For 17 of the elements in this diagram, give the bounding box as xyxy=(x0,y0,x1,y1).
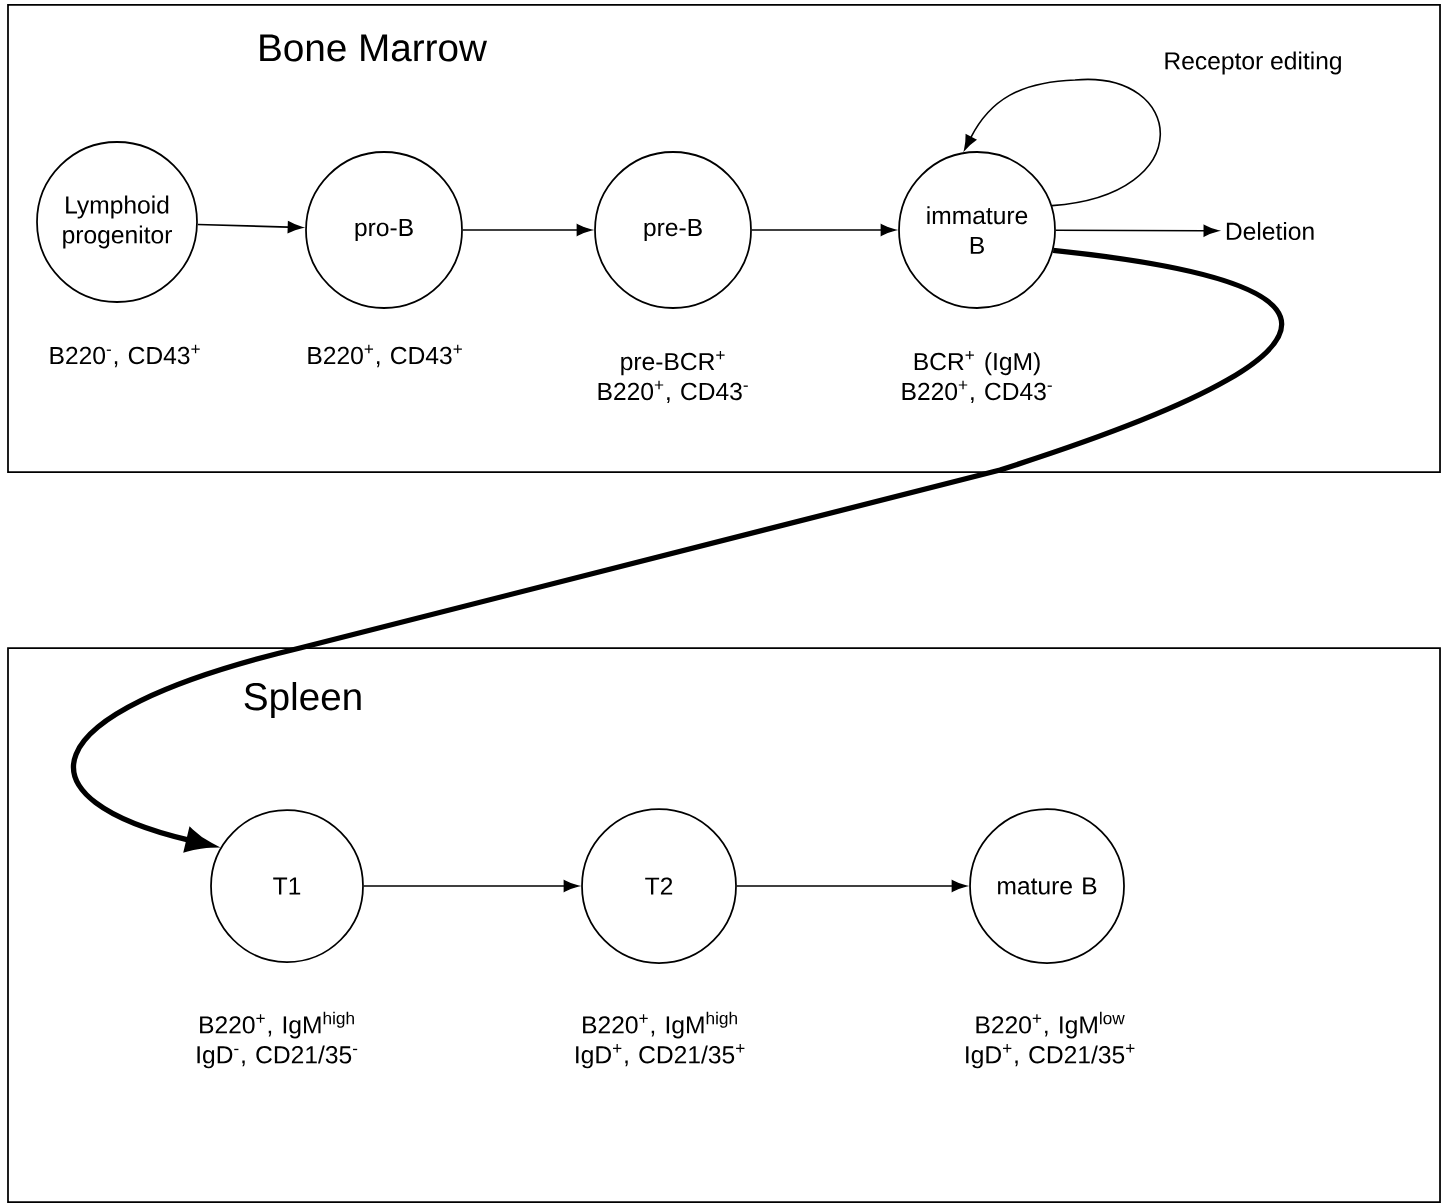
outcome-label: Deletion xyxy=(1226,221,1314,241)
arrow xyxy=(964,79,1162,207)
marker-label: B220$^{+}$, IgM$^{low}$ IgD$^{+}$, CD21/35$^{+}$ xyxy=(966,1011,1135,1069)
marker-label: B220$^{+}$, IgM$^{high}$ IgD$^{+}$, CD21/35$^{+}$ xyxy=(576,1011,745,1069)
arrow xyxy=(363,880,579,892)
arrow xyxy=(1055,224,1219,237)
arrow xyxy=(197,221,303,234)
arrow xyxy=(71,247,1283,852)
marker-label: pre-BCR$^{+}$ B220$^{+}$, CD43$^{-}$ xyxy=(598,350,748,404)
marker-label: B220$^{+}$, CD43$^{+}$ xyxy=(308,344,462,368)
arrow xyxy=(462,224,592,236)
edge-label: Receptor editing xyxy=(1161,49,1345,77)
marker-label: B220$^{-}$, CD43$^{+}$ xyxy=(50,344,200,368)
marker-label: BCR$^{+}$ (IgM) B220$^{+}$, CD43$^{-}$ xyxy=(902,350,1052,404)
arrow xyxy=(736,880,967,892)
marker-label: B220$^{+}$, IgM$^{high}$ IgD$^{-}$, CD21/35$^{-}$ xyxy=(197,1011,358,1069)
arrow xyxy=(751,224,896,236)
